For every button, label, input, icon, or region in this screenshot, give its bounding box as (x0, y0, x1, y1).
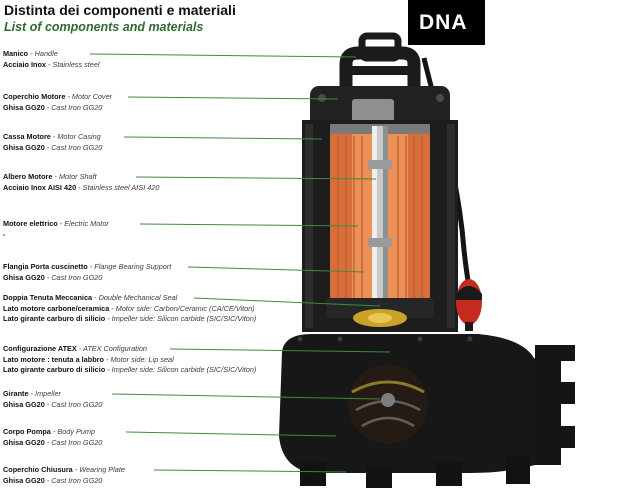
component-material-line: - (3, 229, 6, 239)
power-cable (421, 57, 471, 282)
component-material-line: Lato motore carbone/ceramica - Motor sid… (3, 303, 255, 313)
model-badge: DNA (408, 0, 485, 45)
motor-cutaway (330, 124, 430, 304)
component-entry: Manico - Handle Acciaio Inox - Stainless… (3, 49, 100, 70)
component-name-line: Configurazione ATEX - ATEX Configuration (3, 344, 147, 353)
component-material-line: Lato girante carburo di silicio - Impell… (3, 314, 257, 323)
component-name-line: Doppia Tenuta Meccanica - Double Mechani… (3, 293, 178, 302)
component-name-line: Girante - Impeller (3, 389, 61, 398)
component-name-line: Cassa Motore - Motor Casing (3, 132, 101, 141)
pump-volute (279, 334, 575, 473)
component-name-line: Coperchio Motore - Motor Cover (3, 92, 113, 101)
page-title: Distinta dei componenti e materiali (4, 2, 236, 18)
pump-handle (339, 32, 421, 98)
page-subtitle: List of components and materials (4, 20, 204, 34)
component-entry: Corpo Pompa - Body Pump Ghisa GG20 - Cas… (3, 427, 102, 448)
impeller-cutaway (348, 364, 428, 444)
component-entry: Albero Motore - Motor Shaft Acciaio Inox… (3, 172, 159, 193)
component-material-line: Acciaio Inox AISI 420 - Stainless steel … (3, 182, 160, 192)
component-name-line: Motore elettrico - Electric Motor (3, 219, 109, 228)
component-material-line: Lato motore : tenuta a labbro - Motor si… (3, 354, 174, 364)
component-name-line: Manico - Handle (3, 49, 58, 58)
component-material-line: Ghisa GG20 - Cast Iron GG20 (3, 437, 103, 447)
bearing-flange (326, 298, 434, 318)
component-material-line: Ghisa GG20 - Cast Iron GG20 (3, 399, 103, 409)
component-material-line: Ghisa GG20 - Cast Iron GG20 (3, 142, 103, 152)
pump-feet (300, 456, 530, 488)
component-entry: Flangia Porta cuscinetto - Flange Bearin… (3, 262, 171, 283)
component-name-line: Albero Motore - Motor Shaft (3, 172, 97, 181)
component-entry: Coperchio Motore - Motor Cover Ghisa GG2… (3, 92, 112, 113)
motor-shaft (368, 126, 392, 326)
component-name-line: Corpo Pompa - Body Pump (3, 427, 96, 436)
component-entry: Girante - Impeller Ghisa GG20 - Cast Iro… (3, 389, 102, 410)
motor-casing (302, 120, 458, 332)
component-name-line: Coperchio Chiusura - Wearing Plate (3, 465, 125, 474)
page-header: Distinta dei componenti e materiali List… (4, 2, 236, 34)
component-material-line: Acciaio Inox - Stainless steel (3, 59, 100, 69)
motor-cover (310, 86, 450, 132)
component-material-line: Ghisa GG20 - Cast Iron GG20 (3, 475, 103, 485)
mechanical-seal (353, 309, 407, 327)
component-material-line: Lato girante carburo di silicio - Impell… (3, 365, 257, 374)
component-entry: Motore elettrico - Electric Motor - (3, 219, 109, 240)
component-entry: Cassa Motore - Motor Casing Ghisa GG20 -… (3, 132, 102, 153)
component-entry: Configurazione ATEX - ATEX Configuration… (3, 344, 256, 376)
component-name-line: Flangia Porta cuscinetto - Flange Bearin… (3, 262, 172, 271)
component-entry: Doppia Tenuta Meccanica - Double Mechani… (3, 293, 256, 325)
component-material-line: Ghisa GG20 - Cast Iron GG20 (3, 272, 103, 282)
float-switch (456, 279, 482, 331)
component-entry: Coperchio Chiusura - Wearing Plate Ghisa… (3, 465, 125, 486)
component-material-line: Ghisa GG20 - Cast Iron GG20 (3, 102, 103, 112)
